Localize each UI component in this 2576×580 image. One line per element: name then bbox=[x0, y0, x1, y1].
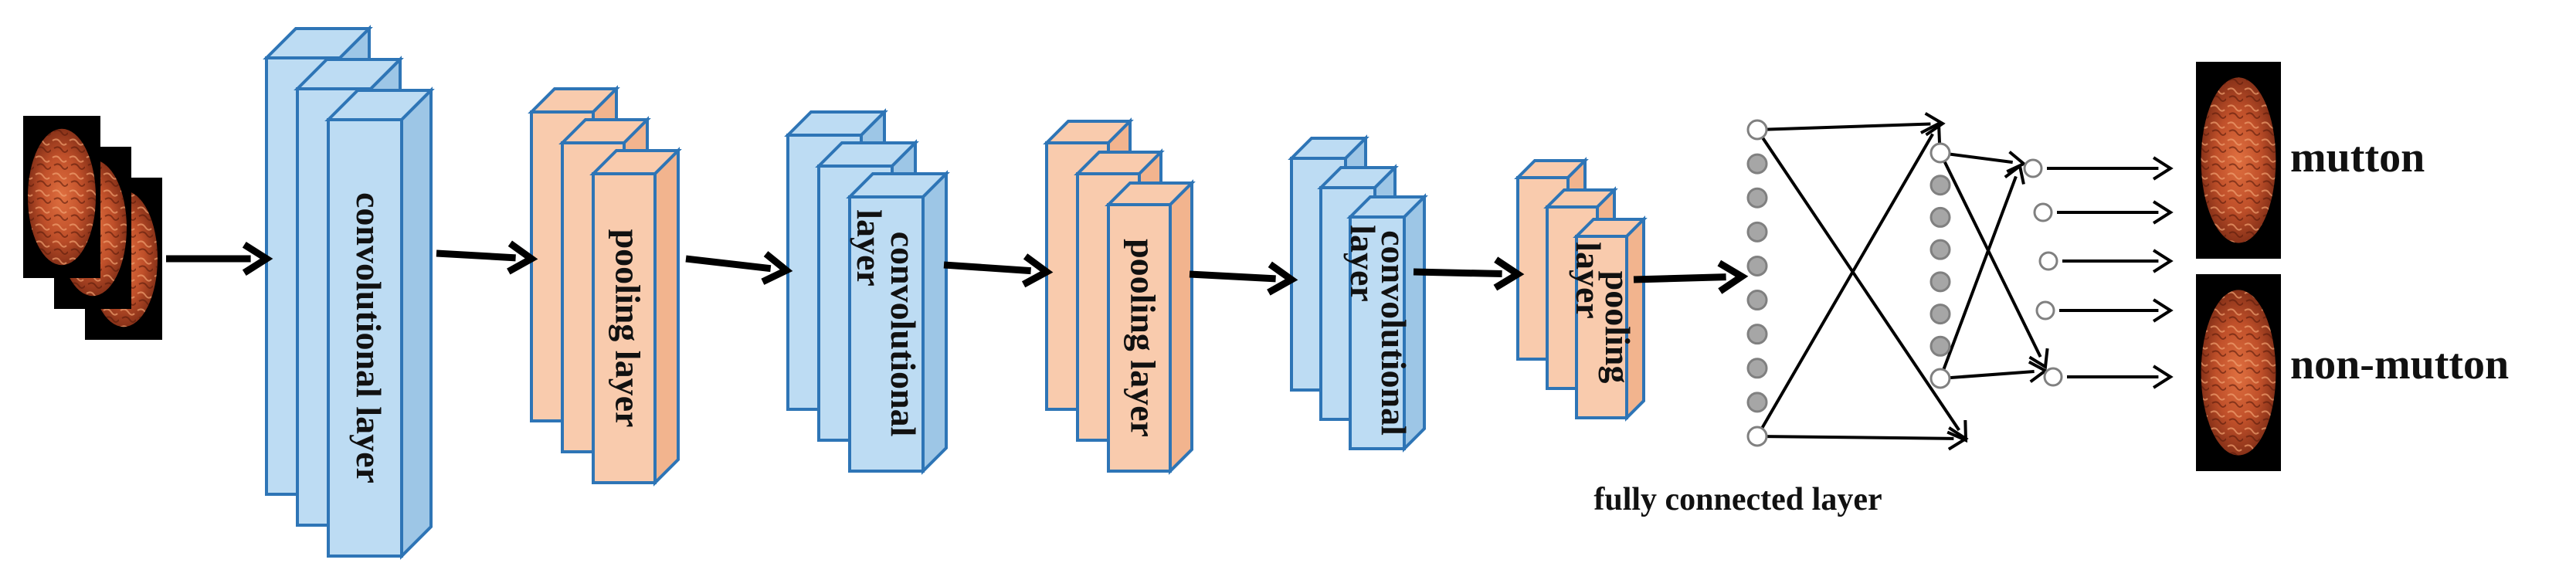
arrow-conv1-to-pool1 bbox=[436, 240, 538, 275]
fc-node-out-3 bbox=[2038, 251, 2058, 271]
fc-node-left-1 bbox=[1746, 119, 1768, 141]
fc-node-mid-8 bbox=[1929, 368, 1951, 389]
fc-output-arrow-3 bbox=[2062, 249, 2174, 273]
stage-5-slab-3 bbox=[1346, 193, 1428, 453]
fc-node-left-10 bbox=[1746, 426, 1768, 447]
fc-node-out-5 bbox=[2043, 367, 2063, 387]
stage-6-label: poolinglayer bbox=[1569, 242, 1638, 383]
fc-node-left-2 bbox=[1746, 153, 1768, 175]
stage-1-conv: convolutional layer bbox=[263, 25, 435, 560]
fc-node-left-7 bbox=[1746, 324, 1768, 345]
fc-connection-1 bbox=[1756, 112, 1946, 137]
arrow-pool2-to-conv3 bbox=[1189, 261, 1298, 296]
fc-node-left-5 bbox=[1746, 255, 1768, 276]
flow-arrows bbox=[166, 112, 2174, 451]
stage-2-slab-3 bbox=[589, 147, 682, 487]
fc-node-mid-3 bbox=[1929, 206, 1951, 228]
fc-output-arrow-1 bbox=[2047, 156, 2174, 181]
fc-node-left-8 bbox=[1746, 358, 1768, 379]
fc-output-arrow-4 bbox=[2059, 298, 2174, 323]
fc-node-mid-7 bbox=[1929, 335, 1951, 357]
fc-node-mid-1 bbox=[1929, 142, 1951, 164]
fc-node-left-3 bbox=[1746, 187, 1768, 209]
stage-4-label: pooling layer bbox=[1123, 239, 1162, 437]
arrow-pool3-to-fc bbox=[1633, 259, 1749, 294]
stage-1-slab-3 bbox=[324, 86, 435, 560]
stage-3-slab-3 bbox=[846, 170, 950, 475]
fc-connection-b-1 bbox=[1940, 151, 2027, 173]
input-image-stack bbox=[23, 116, 162, 340]
fc-node-out-4 bbox=[2035, 300, 2055, 321]
stage-2-label: pooling layer bbox=[608, 229, 647, 428]
stage-3-conv: convolutionallayer bbox=[784, 108, 950, 475]
fc-node-left-9 bbox=[1746, 392, 1768, 413]
layer-stages: convolutional layer pooling layer convolut… bbox=[263, 25, 1648, 560]
fc-connection-3 bbox=[1756, 120, 1942, 438]
fc-output-arrow-5 bbox=[2067, 365, 2174, 389]
stage-4-slab-3 bbox=[1105, 179, 1196, 475]
stage-4-pool: pooling layer bbox=[1043, 117, 1196, 475]
output-image-non-mutton bbox=[2196, 274, 2281, 471]
stage-1-label: convolutional layer bbox=[349, 192, 389, 483]
stage-3-label: convolutionallayer bbox=[850, 209, 923, 436]
fc-node-out-1 bbox=[2023, 158, 2043, 178]
fc-node-mid-2 bbox=[1929, 175, 1951, 196]
arrow-pool1-to-conv2 bbox=[685, 251, 793, 285]
output-section bbox=[2196, 62, 2281, 471]
stage-5-label: convolutionallayer bbox=[1343, 225, 1414, 436]
stage-6-slab-3 bbox=[1573, 215, 1648, 422]
arrow-conv3-to-pool3 bbox=[1413, 256, 1525, 291]
fully-connected-section bbox=[1746, 119, 2063, 447]
fc-node-out-2 bbox=[2033, 202, 2053, 222]
fc-connection-4 bbox=[1756, 426, 1969, 451]
class-label-mutton: mutton bbox=[2290, 134, 2425, 181]
output-image-mutton bbox=[2196, 62, 2281, 259]
stage-5-conv: convolutionallayer bbox=[1288, 134, 1428, 453]
class-label-non-mutton: non-mutton bbox=[2290, 341, 2509, 388]
arrow-input-to-conv1 bbox=[166, 241, 273, 276]
fc-title: fully connected layer bbox=[1593, 482, 1882, 517]
fc-output-arrow-2 bbox=[2057, 200, 2174, 225]
fc-connection-b-3 bbox=[1939, 163, 2025, 379]
arrow-conv2-to-pool2 bbox=[943, 253, 1054, 288]
stage-6-pool: poolinglayer bbox=[1514, 157, 1648, 422]
fc-node-left-4 bbox=[1746, 221, 1768, 243]
fc-connection-b-2 bbox=[1939, 152, 2049, 370]
fc-node-mid-5 bbox=[1929, 271, 1951, 293]
fc-node-left-6 bbox=[1746, 290, 1768, 311]
input-image-1 bbox=[23, 116, 100, 278]
fc-connection-b-4 bbox=[1940, 360, 2048, 383]
fc-node-mid-6 bbox=[1929, 304, 1951, 325]
fc-node-mid-4 bbox=[1929, 239, 1951, 260]
stage-2-pool: pooling layer bbox=[528, 85, 682, 487]
